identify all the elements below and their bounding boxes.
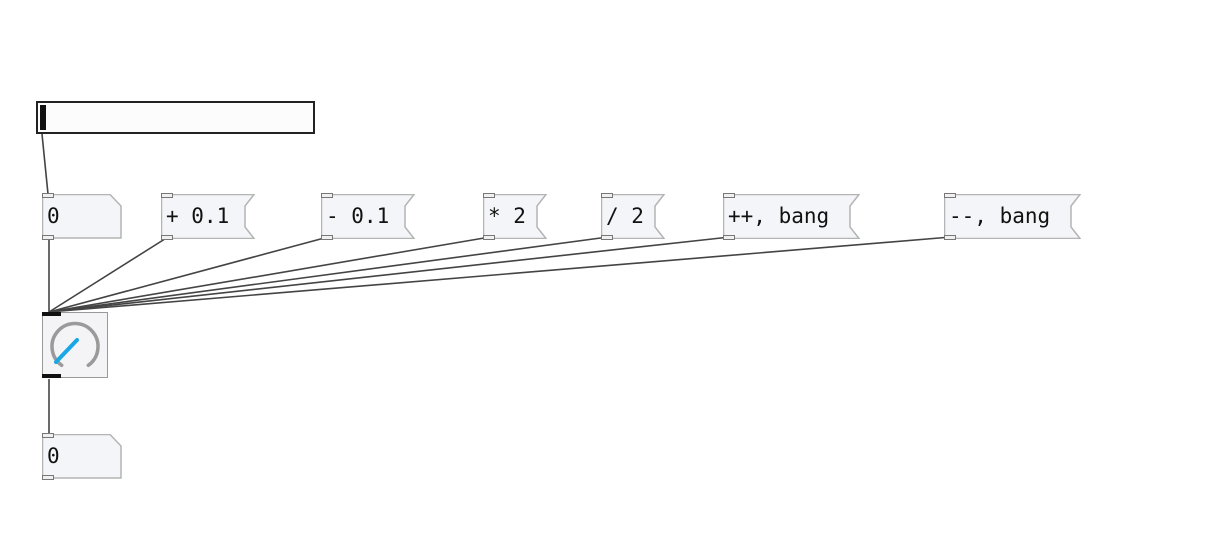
outlet[interactable] xyxy=(601,235,613,240)
message-div[interactable]: / 2 xyxy=(601,193,665,240)
knob[interactable] xyxy=(42,312,108,378)
outlet[interactable] xyxy=(483,235,495,240)
message-increment-bang[interactable]: ++, bang xyxy=(723,193,860,240)
hslider[interactable] xyxy=(36,101,315,134)
outlet[interactable] xyxy=(161,235,173,240)
number-box-shape xyxy=(42,194,122,239)
cord-inc-to-knob xyxy=(48,236,731,313)
cord-sub-to-knob xyxy=(48,236,329,313)
message-label: - 0.1 xyxy=(326,204,390,228)
message-label: / 2 xyxy=(606,204,644,228)
slider-handle[interactable] xyxy=(40,105,46,130)
cord-mul-to-knob xyxy=(48,236,491,313)
cord-slider-to-number xyxy=(41,133,49,195)
knob-dial-icon xyxy=(50,321,100,368)
inlet[interactable] xyxy=(42,193,54,198)
number-box-shape xyxy=(42,434,122,479)
cord-div-to-knob xyxy=(48,236,609,313)
number-box-top[interactable]: 0 xyxy=(42,193,122,240)
number-box-bottom[interactable]: 0 xyxy=(42,433,122,480)
cord-dec-to-knob xyxy=(48,236,952,313)
inlet[interactable] xyxy=(42,433,54,438)
inlet[interactable] xyxy=(483,193,495,198)
outlet[interactable] xyxy=(321,235,333,240)
number-value: 0 xyxy=(47,204,60,228)
inlet[interactable] xyxy=(723,193,735,198)
message-mul[interactable]: * 2 xyxy=(483,193,547,240)
inlet[interactable] xyxy=(321,193,333,198)
outlet[interactable] xyxy=(42,374,61,378)
message-label: * 2 xyxy=(488,204,526,228)
message-label: --, bang xyxy=(949,204,1051,228)
number-value: 0 xyxy=(47,444,60,468)
outlet[interactable] xyxy=(42,475,54,480)
message-add[interactable]: + 0.1 xyxy=(161,193,255,240)
outlet[interactable] xyxy=(944,235,956,240)
message-label: ++, bang xyxy=(728,204,830,228)
inlet[interactable] xyxy=(161,193,173,198)
outlet[interactable] xyxy=(723,235,735,240)
outlet[interactable] xyxy=(42,235,54,240)
cord-add-to-knob xyxy=(48,236,169,313)
inlet[interactable] xyxy=(601,193,613,198)
inlet[interactable] xyxy=(944,193,956,198)
message-decrement-bang[interactable]: --, bang xyxy=(944,193,1081,240)
inlet[interactable] xyxy=(42,312,61,316)
message-label: + 0.1 xyxy=(166,204,230,228)
message-sub[interactable]: - 0.1 xyxy=(321,193,415,240)
